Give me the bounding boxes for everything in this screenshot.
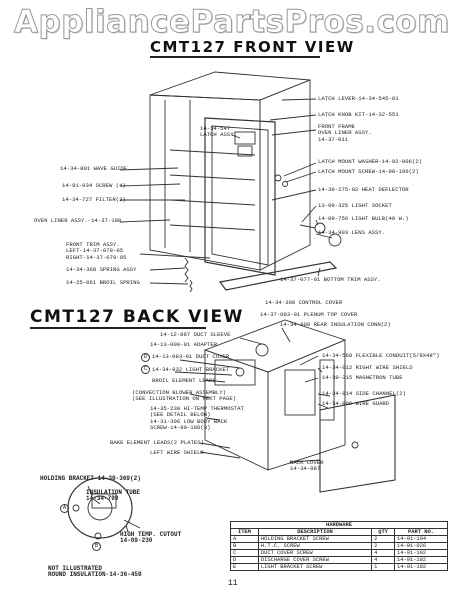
label-light-bracket: 14-34-932 LIGHT BRACKET [152, 366, 230, 373]
header-qty: QTY [371, 528, 395, 536]
label-heat-deflector: 14-39-275-02 HEAT DEFLECTOR [318, 186, 409, 193]
cell-part-no: 14-91-026 [393, 542, 449, 550]
label-back-cover: BACK COVER 14-34-987 [290, 459, 324, 473]
label-high-temp-cutout: HIGH TEMP. CUTOUT 14-09-230 [120, 531, 182, 545]
label-not-illustrated: NOT ILLUSTRATED ROUND INSULATION-14-36-4… [48, 565, 142, 579]
cell-item: A [230, 535, 259, 543]
label-plenum-top-cover: 14-37-093-01 PLENUM TOP COVER [260, 311, 358, 318]
label-lens-assy: 14-34-903 LENS ASSY. [318, 229, 386, 236]
label-latch-lever: LATCH LEVER-14-34-545-01 [318, 95, 399, 102]
front-title-underline [150, 56, 320, 58]
label-screw: 14-91-034 SCREW (4) [62, 182, 126, 189]
label-wave-guide: 14-34-801 WAVE GUIDE [60, 165, 128, 172]
back-view-drawing [67, 319, 396, 540]
cell-part-no: 14-91-102 [393, 563, 449, 571]
label-convection-blower: (CONVECTION BLOWER ASSEMBLY) (SEE ILLUST… [132, 389, 237, 403]
watermark-logo: AppliancePartsPros.com [14, 4, 450, 41]
label-right-wire-shield: 14-34-912 RIGHT WIRE SHIELD [322, 364, 413, 371]
cell-description: DISCHARGE COVER SCREW [257, 556, 373, 564]
header-description: DESCRIPTION [257, 528, 373, 536]
callout-a: A [60, 504, 69, 513]
cell-description: HOLDING BRACKET SCREW [257, 535, 373, 543]
front-view-title: CMT127 FRONT VIEW [150, 38, 355, 56]
label-spring-assy: 14-34-368 SPRING ASSY [66, 266, 137, 273]
label-broil-element-leads: BROIL ELEMENT LEADS [152, 377, 216, 384]
back-title-underline [30, 327, 206, 329]
front-view-drawing [119, 71, 342, 293]
cell-qty: 2 [371, 535, 395, 543]
label-broil-spring: 14-25-061 BROIL SPRING [66, 279, 140, 286]
table-row: E LIGHT BRACKET SCREW 1 14-91-102 [230, 563, 449, 571]
cell-part-no: 14-91-102 [393, 556, 449, 564]
label-wire-guard: 14-34-809 WIRE GUARD [322, 400, 390, 407]
label-rear-insulation: 14-34-809 REAR INSULATION CONN(2) [280, 321, 391, 328]
label-duct-cover: 14-13-083-01 DUCT COVER [152, 353, 230, 360]
label-latch-knob-kit: LATCH KNOB KIT-14-32-551 [318, 111, 399, 118]
label-light-socket: 13-09-325 LIGHT SOCKET [318, 202, 392, 209]
cell-item: E [230, 563, 259, 571]
label-latch-assy: 14-34-547 LATCH ASSY. [200, 125, 237, 139]
table-row: C DUCT COVER SCREW 4 14-91-102 [230, 549, 449, 557]
table-row: D DISCHARGE COVER SCREW 4 14-91-102 [230, 556, 449, 564]
callout-c: C [141, 365, 150, 374]
cell-description: DUCT COVER SCREW [257, 549, 373, 557]
label-left-wire-shield: LEFT WIRE SHIELD [150, 449, 204, 456]
cell-qty: 1 [371, 563, 395, 571]
label-flexible-conduit: 14-34-568 FLEXIBLE CONDUIT(5/8X48") [322, 352, 440, 359]
cell-item: B [230, 542, 259, 550]
cell-qty: 4 [371, 549, 395, 557]
label-hi-temp-thermostat: 14-35-230 HI-TEMP THERMOSTAT (SEE DETAIL… [150, 405, 244, 432]
cell-item: C [230, 549, 259, 557]
table-row: B H.T.C. SCREW 2 14-91-026 [230, 542, 449, 550]
cell-qty: 2 [371, 542, 395, 550]
label-bake-element-leads: BAKE ELEMENT LEADS(2 PLATES) [110, 439, 204, 446]
label-latch-mount-washer: LATCH MOUNT WASHER-14-92-006(2) [318, 158, 423, 165]
back-view-title: CMT127 BACK VIEW [30, 307, 244, 327]
label-adapter: 14-13-000-01 ADAPTER [150, 341, 218, 348]
cell-item: D [230, 556, 259, 564]
callout-d: D [141, 353, 150, 362]
label-duct-sleeve: 14-12-897 DUCT SLEEVE [160, 331, 231, 338]
header-item: ITEM [230, 528, 259, 536]
cell-part-no: 14-91-104 [393, 535, 449, 543]
label-insulation-tube: INSULATION TUBE 14-34-799 [86, 489, 141, 503]
hardware-table: HARDWARE ITEM DESCRIPTION QTY PART NO. A… [230, 521, 449, 571]
callout-b: B [92, 542, 101, 551]
table-row: A HOLDING BRACKET SCREW 2 14-91-104 [230, 535, 449, 543]
label-light-bulb: 14-09-756 LIGHT BULB(40 W.) [318, 215, 409, 222]
cell-description: H.T.C. SCREW [257, 542, 373, 550]
cell-part-no: 14-91-102 [393, 549, 449, 557]
page-number: 11 [228, 579, 238, 588]
label-holding-bracket: HOLDING BRACKET-14-39-369(2) [40, 475, 141, 482]
label-control-cover: 14-34-308 CONTROL COVER [265, 299, 343, 306]
label-filter: 14-34-727 FILTER(2) [62, 196, 126, 203]
label-front-trim: FRONT TRIM ASSY. LEFT-14-37-078-05 RIGHT… [66, 241, 127, 261]
label-latch-mount-screw: LATCH MOUNT SCREW-14-90-196(2) [318, 168, 419, 175]
label-bottom-trim: 14-37-077-01 BOTTOM TRIM ASSY. [280, 276, 381, 283]
label-oven-liner: OVEN LINER ASSY.-14-37-180 [34, 217, 122, 224]
hardware-header-row: ITEM DESCRIPTION QTY PART NO. [230, 528, 449, 536]
label-side-channel: 14-34-814 SIDE CHANNEL(2) [322, 390, 406, 397]
label-magnetron-tube: 14-39-315 MAGNETRON TUBE [322, 374, 403, 381]
hardware-caption: HARDWARE [230, 521, 448, 529]
cell-qty: 4 [371, 556, 395, 564]
header-part-no: PART NO. [393, 528, 449, 536]
cell-description: LIGHT BRACKET SCREW [257, 563, 373, 571]
label-front-frame: FRONT FRAME OVEN LINER ASSY. 14-37-011 [318, 123, 372, 143]
